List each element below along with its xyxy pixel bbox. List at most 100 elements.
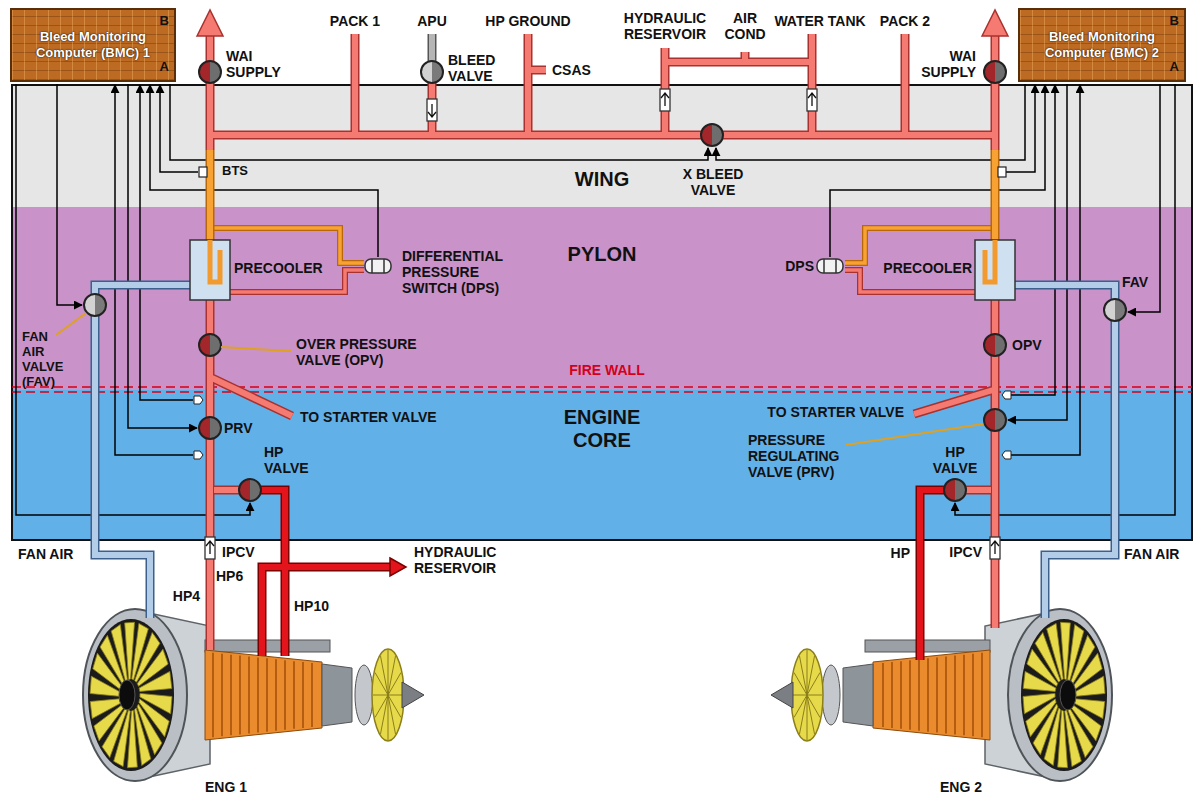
turbine-blade [807,650,808,695]
compressor-stage [954,656,956,735]
part-label: FIRE WALL [552,362,662,378]
apu-pipe [429,34,435,61]
signal-wire [160,85,198,172]
bleed-pipe-outline [210,34,995,650]
spinner [119,680,135,710]
valve-symbol [199,61,221,83]
compressor-stage [266,658,268,731]
compressor-stage [882,663,884,727]
precooler-core [210,240,220,282]
part-label: CSAS [552,62,602,78]
fan-air-pipe-outline [95,285,1115,618]
compressor-stage [239,656,241,735]
turbine-blade [388,650,389,695]
check-valve [990,537,1000,559]
compressor-stage [302,662,304,728]
part-label: DIFFERENTIAL PRESSURE SWITCH (DPS) [402,248,518,296]
valve-symbol [84,294,106,316]
part-label: PRV [224,420,264,436]
compressor [205,650,322,740]
pressure-sensor [194,451,203,459]
turbine-blade [794,673,807,696]
lp-turbine [372,649,404,741]
fan-blade [1072,699,1105,719]
part-label: ENG 2 [940,779,1004,795]
part-label: ENG 1 [205,779,269,795]
check-valve-arrow [808,93,816,106]
compressor-stage [284,660,286,730]
part-label: PRESSURE REGULATING VALVE (PRV) [748,432,852,480]
exhaust-cone [771,682,793,708]
compressor-stage [963,655,965,736]
sense-line-outline [230,270,975,292]
turbine-blade [800,695,808,734]
fan-face [1021,619,1107,771]
precooler-symbol [190,240,230,300]
compressor-stage [900,661,902,729]
part-label: PACK 1 [322,13,388,29]
combustor [843,664,873,726]
dps-symbol [365,259,391,273]
part-label: X BLEED VALVE [666,166,760,198]
engine-illustration [83,609,424,781]
compressor-stage [972,654,974,737]
computer-box: BBleed Monitoring Computer (BMC) 1A [10,8,176,82]
pressure-sensor [1002,451,1011,459]
fire-wall-line [12,387,1192,392]
valve-symbol [1104,299,1126,321]
spinner [1060,680,1076,710]
fan-cowl [1008,609,1112,781]
turbine-blade [807,656,815,695]
part-label: WATER TANK [770,13,870,29]
signal-wire [1004,85,1035,172]
signal-wire [128,84,197,428]
valve-symbol [984,409,1006,431]
fan-face [88,619,174,771]
hp-turbine [822,665,840,725]
compressor-stage [927,658,929,731]
part-label: WAI SUPPLY [226,48,296,80]
zone-outline [12,85,1192,540]
zone-band: ENGINE CORE [12,390,1192,540]
part-label: AIR COND [720,10,770,42]
exhaust-cone [402,682,424,708]
bts-sensor [199,167,207,177]
compressor-stage [257,657,259,732]
combustor [322,664,352,726]
hot-pipe-outline [210,150,995,240]
compressor-stage [909,660,911,730]
pressure-sensor [1002,391,1011,399]
sense-line [230,270,975,292]
check-valve-arrow [428,104,436,117]
hp-turbine [355,665,373,725]
signal-wire [57,84,82,305]
fan-air-pipe [95,285,1115,618]
computer-name: Bleed Monitoring Computer (BMC) 2 [1025,29,1179,60]
signal-wire [150,85,378,257]
valve-symbol [421,61,443,83]
zone-band: WING [12,85,1192,207]
valve-symbol [199,417,221,439]
hp-pipe [261,490,944,660]
leader-line [56,313,86,335]
part-label: HP VALVE [264,444,320,476]
compressor-stage [293,661,295,729]
part-label: HP6 [216,568,254,584]
signal-wire [16,84,250,515]
compressor-stage [918,659,920,730]
valve-symbol [984,334,1006,356]
part-label: HP4 [164,588,200,604]
part-label: DPS [776,258,814,274]
port-letter: B [1025,14,1179,29]
part-label: TO STARTER VALVE [300,409,470,425]
fan-blade [1023,671,1056,691]
turbine-blade [388,673,401,696]
compressor-stage [221,654,223,737]
part-label: IPCV [938,544,982,560]
part-label: FAN AIR [1124,546,1194,562]
compressor-stage [248,657,250,734]
core-casing [865,640,990,652]
turbine-blade [792,695,807,696]
compressor-stage [945,657,947,734]
